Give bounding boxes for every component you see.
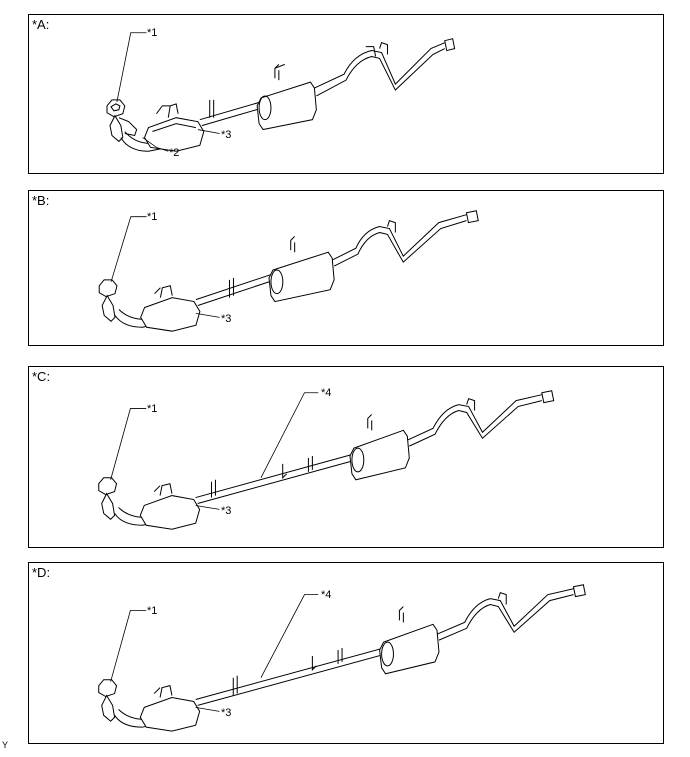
callout-c-3: *3 [221, 505, 232, 517]
callout-d-1: *1 [147, 605, 158, 617]
callout-a-3: *3 [221, 129, 232, 141]
panel-d: *D: *1 *4 *3 [28, 562, 664, 744]
callout-c-4: *4 [321, 387, 332, 399]
leader-lines-c [29, 367, 663, 547]
panel-d-label: *D: [32, 565, 51, 580]
panel-c-label: *C: [32, 369, 51, 384]
callout-b-3: *3 [221, 313, 232, 325]
leader-lines-a [29, 15, 663, 173]
leader-lines-d [29, 563, 663, 743]
callout-a-2: *2 [169, 147, 180, 159]
leader-lines-b [29, 191, 663, 345]
panel-b: *B: *1 *3 [28, 190, 664, 346]
exhaust-system-c [29, 367, 663, 547]
callout-d-4: *4 [321, 589, 332, 601]
panel-b-label: *B: [32, 193, 50, 208]
exhaust-system-d [29, 563, 663, 743]
callout-a-1: *1 [147, 27, 158, 39]
callout-c-1: *1 [147, 403, 158, 415]
exhaust-system-b [29, 191, 663, 345]
panel-a: *A: *1 *2 *3 [28, 14, 664, 174]
figure-code: Y [2, 740, 9, 750]
callout-d-3: *3 [221, 707, 232, 719]
panel-c: *C: *1 *4 *3 [28, 366, 664, 548]
callout-b-1: *1 [147, 211, 158, 223]
exhaust-system-a [29, 15, 663, 173]
panel-a-label: *A: [32, 17, 50, 32]
